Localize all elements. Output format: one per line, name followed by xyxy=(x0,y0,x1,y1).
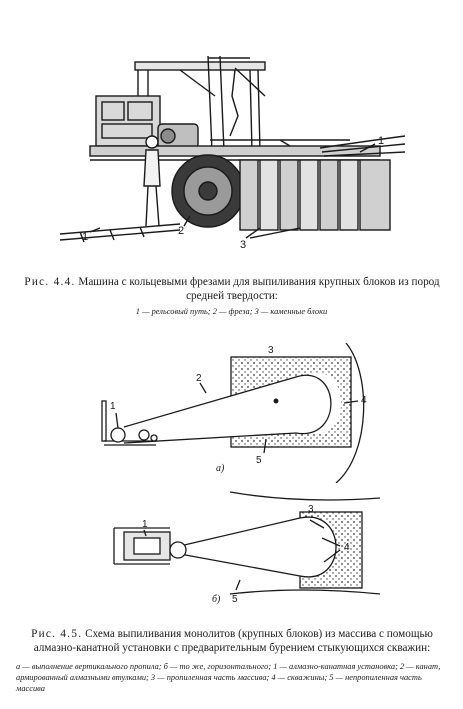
fig45b-callout-5: 5 xyxy=(232,594,238,605)
fig45-caption: Рис. 4.5. Схема выпиливания монолитов (к… xyxy=(14,628,450,655)
figure-4-4-machine-illustration: 1 1 2 3 xyxy=(60,56,406,251)
fig44-callout-2: 2 xyxy=(178,225,184,237)
figure-4-5b-diagram: 1 3 4 5 б) xyxy=(113,491,381,605)
fig44-callout-1-left: 1 xyxy=(82,231,88,243)
fig45a-sublabel: а) xyxy=(216,463,225,474)
fig44-caption-text: Машина с кольцевыми фрезами для выпилива… xyxy=(78,276,440,302)
fig44-legend: 1 — рельсовый путь; 2 — фреза; 3 — камен… xyxy=(135,307,328,316)
fig45-legend: а — выполнение вертикального пропила; б … xyxy=(16,662,441,693)
fig45b-callout-1: 1 xyxy=(142,519,148,530)
figure-4-5a-diagram: 1 2 3 4 5 а) xyxy=(101,343,367,483)
fig45a-callout-4: 4 xyxy=(361,395,367,406)
fig45a-callout-2: 2 xyxy=(196,373,202,384)
fig45b-callout-3: 3 xyxy=(308,504,314,515)
fig45a-callout-3: 3 xyxy=(268,345,274,356)
fig44-callout-1-right: 1 xyxy=(378,135,384,147)
fig45-caption-label: Рис. 4.5. xyxy=(31,628,83,640)
fig45-caption-text: Схема выпиливания монолитов (крупных бло… xyxy=(33,628,433,654)
fig44-caption-label: Рис. 4.4. xyxy=(24,276,76,288)
fig44-caption: Рис. 4.4. Машина с кольцевыми фрезами дл… xyxy=(14,276,450,303)
fig44-callout-3: 3 xyxy=(240,239,246,251)
fig45a-callout-5: 5 xyxy=(256,455,262,466)
fig45a-callout-1: 1 xyxy=(110,401,116,412)
fig45b-sublabel: б) xyxy=(212,594,221,605)
fig45b-callout-4: 4 xyxy=(344,542,350,553)
